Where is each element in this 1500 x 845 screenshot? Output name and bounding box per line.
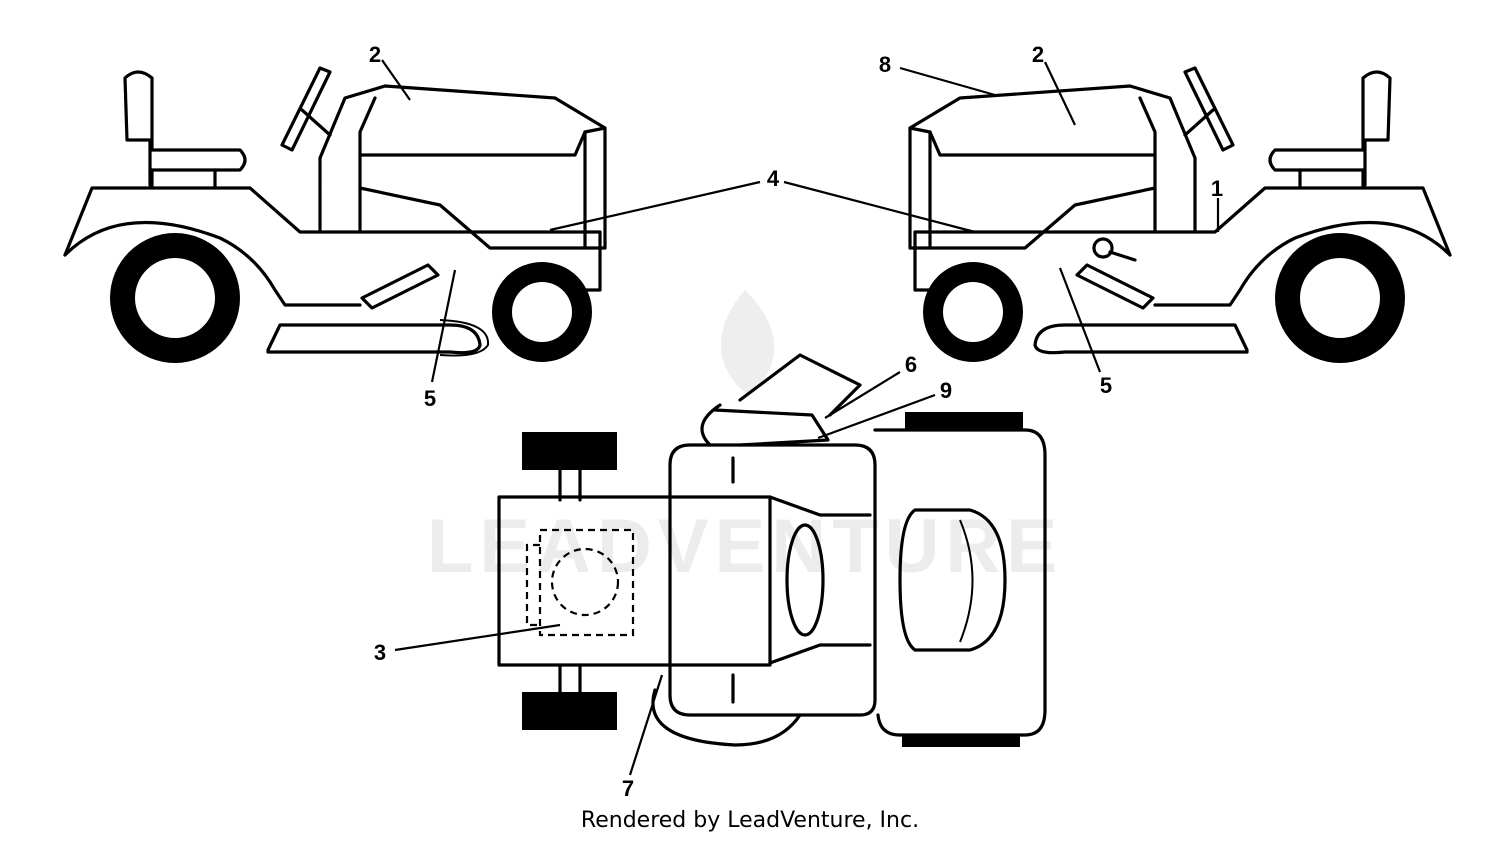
callout-8: 8 (879, 52, 891, 77)
leadventure-watermark: LEADVENTURE (427, 290, 1063, 589)
callout-7: 7 (622, 776, 634, 801)
leader-7 (628, 674, 664, 776)
top-view-tractor (497, 353, 1047, 747)
leader-4-right (783, 180, 976, 234)
callout-9: 9 (940, 378, 952, 403)
leader-2-right (1044, 61, 1076, 126)
leader-4-left (549, 180, 761, 232)
callout-labels: 2 4 5 8 2 1 5 6 9 3 7 (369, 42, 1223, 801)
callout-5-left: 5 (424, 386, 436, 411)
leader-3 (394, 623, 561, 652)
callout-2-right: 2 (1032, 42, 1044, 67)
callout-5-right: 5 (1100, 373, 1112, 398)
left-side-tractor (63, 66, 607, 363)
leader-9 (817, 393, 936, 440)
leader-5-left (430, 269, 457, 383)
leader-5-right (1058, 267, 1102, 373)
leader-8 (899, 66, 996, 97)
callout-2-left: 2 (369, 42, 381, 67)
leader-lines (381, 59, 1220, 776)
right-side-tractor (908, 66, 1452, 363)
callout-4: 4 (767, 166, 780, 191)
render-credit: Rendered by LeadVenture, Inc. (580, 808, 920, 833)
watermark-text: LEADVENTURE (427, 504, 1063, 589)
callout-1: 1 (1211, 176, 1223, 201)
callout-6: 6 (905, 352, 917, 377)
leader-6 (824, 371, 901, 419)
callout-3: 3 (374, 640, 386, 665)
leader-2-left (381, 59, 411, 101)
